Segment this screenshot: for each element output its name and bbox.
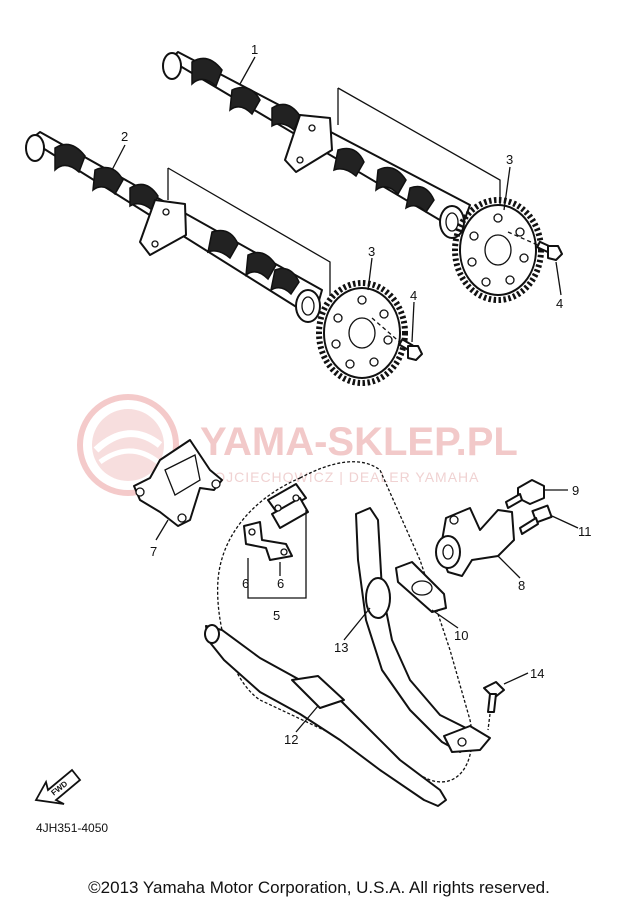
callout-11: 11 <box>578 524 592 539</box>
chain-guide-top <box>133 439 223 527</box>
callout-8: 8 <box>518 578 525 593</box>
cam-sprocket-lower <box>316 280 408 386</box>
chain-guide-12 <box>204 624 447 807</box>
callout-numbers: 1 2 3 3 4 4 5 6 6 7 8 9 10 11 12 13 14 <box>121 42 592 747</box>
callout-6-right: 6 <box>277 576 284 591</box>
watermark-subtitle: WOJCIECHOWICZ | DEALER YAMAHA <box>200 469 479 485</box>
callout-12: 12 <box>284 732 298 747</box>
callout-1: 1 <box>251 42 258 57</box>
callout-13: 13 <box>334 640 348 655</box>
callout-14: 14 <box>530 666 544 681</box>
callout-4-upper: 4 <box>556 296 563 311</box>
callout-6-left: 6 <box>242 576 249 591</box>
chain-joint <box>243 483 309 561</box>
tensioner-bolt-11 <box>519 504 553 535</box>
diagram-code: 4JH351-4050 <box>36 821 108 835</box>
chain-tensioner <box>435 507 515 577</box>
leader-lines <box>111 56 579 733</box>
tensioner-gasket <box>395 561 447 613</box>
callout-5: 5 <box>273 608 280 623</box>
tensioner-bolt-9 <box>505 479 545 509</box>
guide-bolt-14 <box>483 681 505 731</box>
callout-4-lower: 4 <box>410 288 417 303</box>
watermark-title: YAMA-SKLEP.PL <box>200 420 518 464</box>
chain-guide-13 <box>355 507 491 753</box>
fwd-arrow-icon: FWD <box>34 768 82 805</box>
watermark-logo-icon <box>77 394 179 496</box>
watermark: YAMA-SKLEP.PL WOJCIECHOWICZ | DEALER YAM… <box>77 394 518 496</box>
sprocket-bolt-upper <box>507 231 563 261</box>
timing-chain-path <box>216 461 473 783</box>
callout-2: 2 <box>121 129 128 144</box>
cam-sprocket-upper <box>452 197 544 303</box>
copyright-text: ©2013 Yamaha Motor Corporation, U.S.A. A… <box>88 878 550 897</box>
camshaft-1 <box>162 51 471 239</box>
callout-3-upper: 3 <box>506 152 513 167</box>
sprocket-bolt-lower <box>371 317 423 361</box>
callout-7: 7 <box>150 544 157 559</box>
callout-10: 10 <box>454 628 468 643</box>
callout-3-lower: 3 <box>368 244 375 259</box>
camshaft-2 <box>25 131 323 323</box>
callout-9: 9 <box>572 483 579 498</box>
